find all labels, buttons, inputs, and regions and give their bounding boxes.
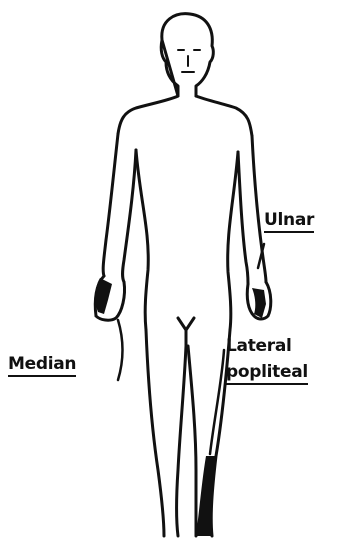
groin-outline xyxy=(178,318,194,346)
head-outline xyxy=(161,14,213,96)
ulnar-label: Ulnar xyxy=(264,212,314,233)
left-arm-outline xyxy=(103,134,136,282)
lateral-label: Lateral xyxy=(226,338,292,355)
right-arm-outline xyxy=(238,136,266,284)
face-features xyxy=(178,50,200,72)
median-pointer xyxy=(118,320,123,380)
ulnar-shaded-hand xyxy=(252,288,266,318)
left-leg-outline xyxy=(146,330,186,536)
median-label: Median xyxy=(8,356,76,377)
torso-outline xyxy=(136,150,238,330)
popliteal-label: popliteal xyxy=(226,364,308,385)
shoulders-outline xyxy=(118,96,252,136)
median-shaded-hand xyxy=(95,278,112,314)
